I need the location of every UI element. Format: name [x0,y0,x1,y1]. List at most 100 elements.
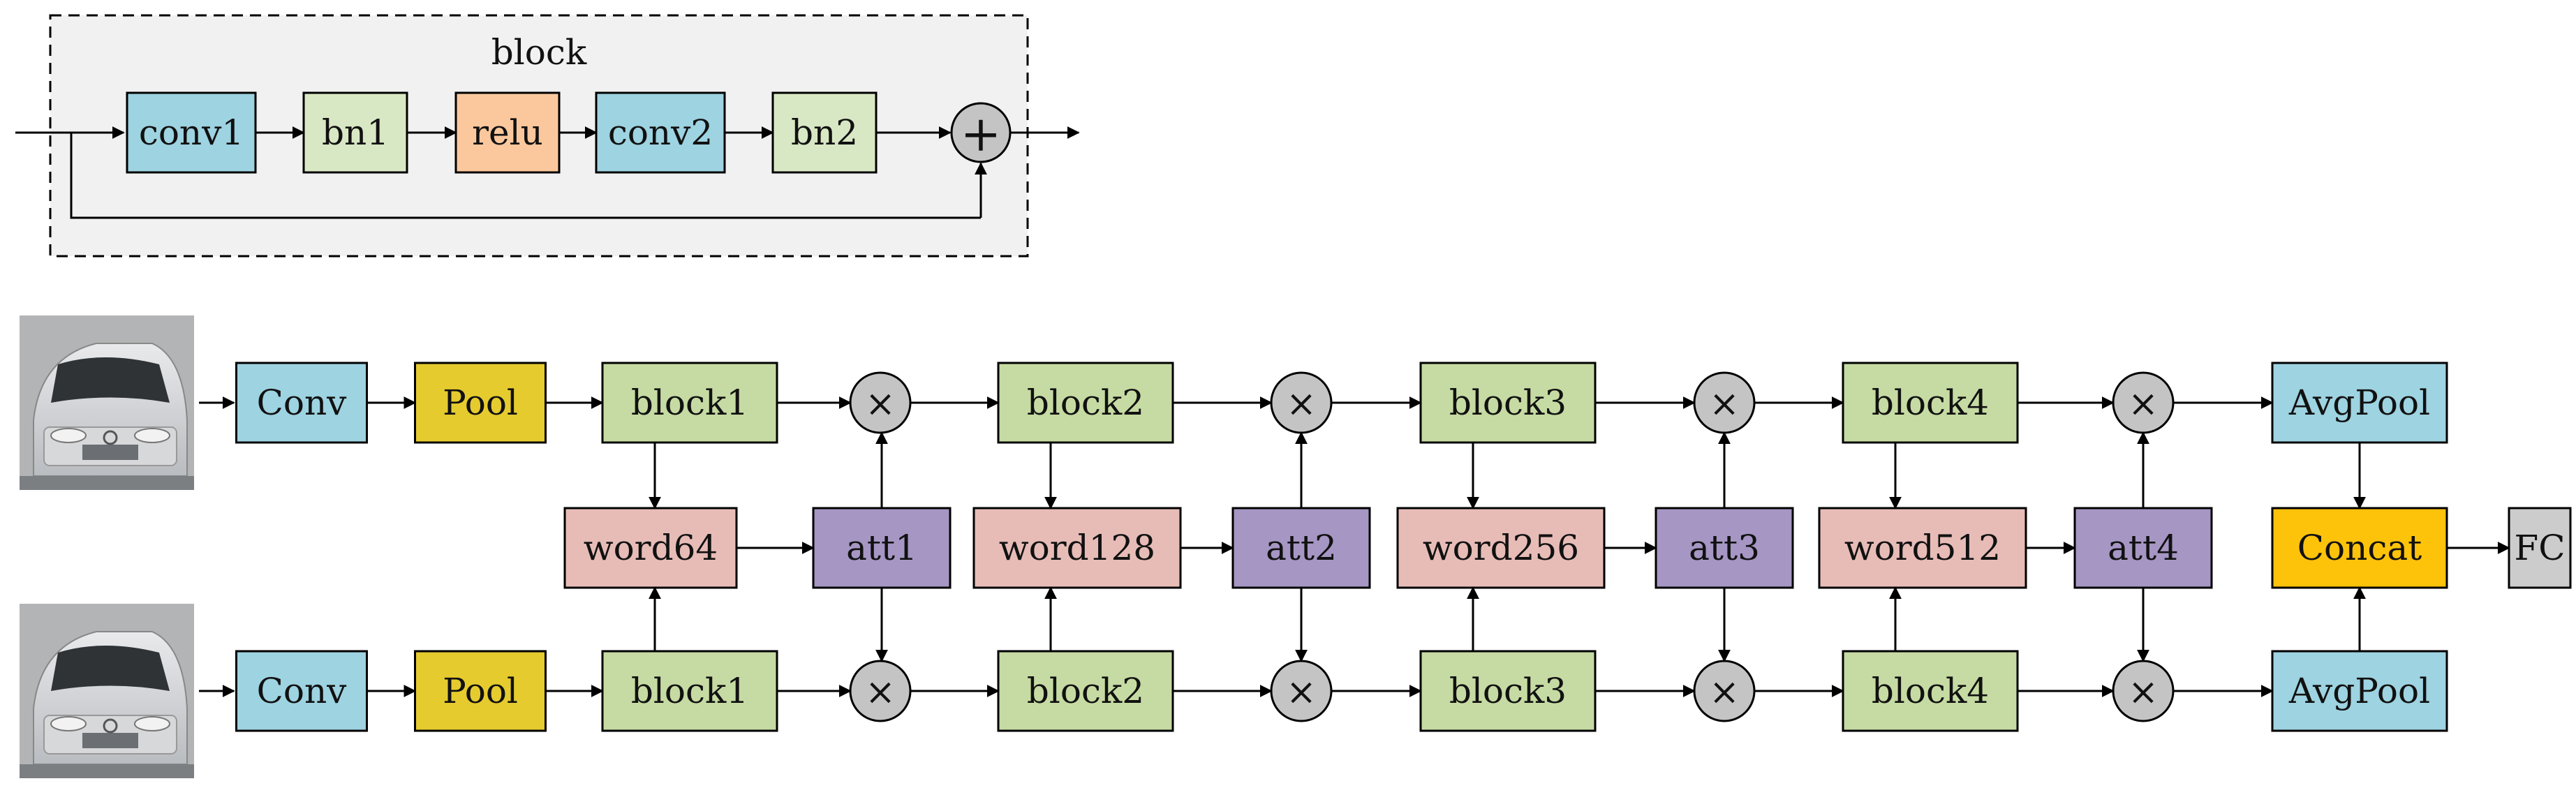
multiply-op-2-top-symbol: × [1286,383,1317,425]
block1-bottom-shape [601,650,778,732]
stage-bn2: bn2 [771,91,878,174]
block1-top: block1 [601,362,778,444]
block-detail-title: block [491,32,587,73]
block4-bottom: block4 [1842,650,2019,732]
block3-bottom-shape [1419,650,1597,732]
block1-bottom: block1 [601,650,778,732]
word-4-shape [1818,507,2027,589]
avgpool-top-shape [2271,362,2448,444]
fc-label: FC [2515,528,2566,568]
block1-top-label: block1 [631,382,748,423]
word-3-shape [1396,507,1606,589]
fc: FC [2508,507,2572,589]
multiply-op-1-bottom-symbol: × [865,671,896,713]
block3-top-label: block3 [1449,382,1567,423]
multiply-op-4-top: × [2112,371,2175,434]
pool-bottom: Pool [414,650,547,732]
stage-relu-label: relu [472,112,543,153]
multiply-op-3-bottom-symbol: × [1709,671,1740,713]
pool-top-label: Pool [443,382,518,423]
conv-top: Conv [235,362,368,444]
concat-label: Concat [2297,528,2422,568]
block2-top-label: block2 [1027,382,1144,423]
concat: Concat [2271,507,2448,589]
word-2: word128 [972,507,1182,589]
input-car-image-bottom [18,602,195,780]
stage-bn1-shape [302,91,408,174]
pool-bottom-shape [414,650,547,732]
att-3: att3 [1655,507,1794,589]
multiply-op-1-top: × [849,371,912,434]
stage-conv2: conv2 [595,91,726,174]
multiply-op-3-top-symbol: × [1709,383,1740,425]
block4-bottom-shape [1842,650,2019,732]
multiply-op-2-bottom-symbol: × [1286,671,1317,713]
multiply-op-4-bottom: × [2112,660,2175,722]
multiply-op-4-top-symbol: × [2128,383,2159,425]
block2-bottom: block2 [997,650,1174,732]
stage-relu-shape [454,91,561,174]
block2-bottom-shape [997,650,1174,732]
block3-bottom: block3 [1419,650,1597,732]
stage-bn1: bn1 [302,91,408,174]
att-1: att1 [812,507,952,589]
word-4-label: word512 [1844,528,2001,568]
multiply-op-2-bottom: × [1270,660,1333,722]
word-3-label: word256 [1423,528,1579,568]
block3-top: block3 [1419,362,1597,444]
att-3-label: att3 [1689,528,1760,568]
word-1: word64 [563,507,738,589]
input-car-image-top [18,314,195,491]
block2-top: block2 [997,362,1174,444]
att-4-shape [2073,507,2213,589]
multiply-op-1-bottom: × [849,660,912,722]
block3-bottom-label: block3 [1449,671,1567,711]
avgpool-bottom: AvgPool [2271,650,2448,732]
conv-top-label: Conv [257,382,348,423]
block3-top-shape [1419,362,1597,444]
avgpool-bottom-shape [2271,650,2448,732]
avgpool-top-label: AvgPool [2288,382,2430,423]
att-1-label: att1 [846,528,917,568]
avgpool-bottom-label: AvgPool [2288,671,2430,711]
multiply-op-3-bottom: × [1693,660,1756,722]
stage-conv1-shape [126,91,257,174]
stage-bn1-label: bn1 [322,112,389,153]
avgpool-top: AvgPool [2271,362,2448,444]
conv-top-shape [235,362,368,444]
att-2-label: att2 [1266,528,1337,568]
block4-top: block4 [1842,362,2019,444]
sum-op-symbol: + [961,105,1002,163]
stage-conv2-label: conv2 [608,112,713,153]
word-4: word512 [1818,507,2027,589]
conv-bottom-label: Conv [257,671,348,711]
multiply-op-3-top: × [1693,371,1756,434]
multiply-op-1-top-symbol: × [865,383,896,425]
pool-bottom-label: Pool [443,671,518,711]
multiply-op-4-bottom-symbol: × [2128,671,2159,713]
block1-bottom-label: block1 [631,671,748,711]
word-2-label: word128 [999,528,1155,568]
word-1-label: word64 [584,528,718,568]
stage-conv1-label: conv1 [139,112,244,153]
att-4-label: att4 [2108,528,2179,568]
block4-bottom-label: block4 [1872,671,1989,711]
block4-top-shape [1842,362,2019,444]
fc-shape [2508,507,2572,589]
sum-op: + [950,102,1012,163]
conv-bottom: Conv [235,650,368,732]
word-3: word256 [1396,507,1606,589]
block2-top-shape [997,362,1174,444]
pool-top: Pool [414,362,547,444]
att-2: att2 [1231,507,1371,589]
att-4: att4 [2073,507,2213,589]
stage-bn2-label: bn2 [791,112,858,153]
skip-connection [70,133,981,219]
multiply-op-2-top: × [1270,371,1333,434]
block4-top-label: block4 [1872,382,1989,423]
block2-bottom-label: block2 [1027,671,1144,711]
stage-relu: relu [454,91,561,174]
stage-conv1: conv1 [126,91,257,174]
block1-top-shape [601,362,778,444]
